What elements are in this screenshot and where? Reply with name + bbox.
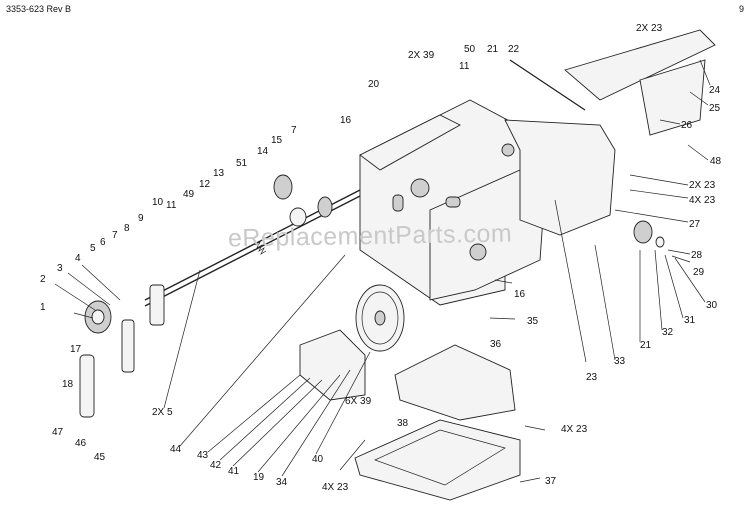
callout-4x23-right: 4X 23 (689, 195, 716, 206)
callout-24: 24 (709, 85, 721, 96)
callout-18: 18 (62, 379, 74, 390)
callout-13: 13 (213, 168, 225, 179)
callout-2: 2 (40, 274, 46, 285)
callout-11-top: 11 (459, 61, 470, 72)
callout-16-top: 16 (340, 115, 352, 126)
callout-42: 42 (210, 460, 222, 471)
callout-34: 34 (276, 477, 288, 488)
document-id: 3353-623 Rev B (6, 4, 72, 14)
callout-31: 31 (684, 315, 696, 326)
leader-lines (54, 59, 711, 483)
callout-23-mid: 23 (586, 372, 598, 383)
large-pulley-wheel (355, 284, 405, 352)
callout-21-top: 21 (487, 44, 499, 55)
callout-32: 32 (662, 327, 674, 338)
callout-38: 38 (397, 418, 409, 429)
main-frame (359, 99, 616, 306)
right-side-components (509, 29, 716, 248)
callout-6: 6 (100, 237, 106, 248)
callout-6x39: 6X 39 (345, 396, 372, 407)
callout-25: 25 (709, 103, 721, 114)
callout-1: 1 (40, 302, 46, 313)
callout-7: 7 (291, 125, 297, 136)
callout-47: 47 (52, 427, 64, 438)
callout-15: 15 (271, 135, 283, 146)
callout-4x23-mid: 4X 23 (561, 424, 588, 435)
callout-4x23-bottom: 4X 23 (322, 482, 349, 493)
callout-5: 5 (90, 243, 96, 254)
callout-37: 37 (545, 476, 557, 487)
page-number: 9 (738, 4, 744, 14)
callout-26: 26 (681, 120, 693, 131)
watermark-text: eReplacementParts.com (227, 219, 513, 253)
callout-22: 22 (508, 44, 520, 55)
callout-12: 12 (199, 179, 211, 190)
lower-brackets (299, 329, 521, 501)
callout-20: 20 (368, 79, 380, 90)
callout-17: 17 (70, 344, 82, 355)
callout-7-left: 7 (112, 230, 118, 241)
callout-2x5: 2X 5 (152, 407, 173, 418)
callout-51: 51 (236, 158, 248, 169)
callout-48: 48 (710, 156, 722, 167)
callout-44: 44 (170, 444, 182, 455)
callout-49: 49 (183, 189, 195, 200)
callout-41: 41 (228, 466, 240, 477)
callout-33: 33 (614, 356, 626, 367)
callout-10: 10 (152, 197, 164, 208)
callout-28: 28 (691, 250, 703, 261)
callout-4: 4 (75, 253, 81, 264)
callout-27: 27 (689, 219, 701, 230)
callout-21-low: 21 (640, 340, 652, 351)
callout-9: 9 (138, 213, 144, 224)
callout-30: 30 (706, 300, 718, 311)
callout-2x23-top: 2X 23 (636, 23, 663, 34)
callout-14: 14 (257, 146, 269, 157)
callout-46: 46 (75, 438, 87, 449)
callout-3: 3 (57, 263, 63, 274)
callout-19: 19 (253, 472, 265, 483)
callout-8: 8 (124, 223, 130, 234)
callout-35: 35 (527, 316, 539, 327)
callout-2x23-right: 2X 23 (689, 180, 716, 191)
callout-50: 50 (464, 44, 476, 55)
callout-43: 43 (197, 450, 209, 461)
callout-45: 45 (94, 452, 106, 463)
callout-16-right: 16 (514, 289, 526, 300)
callout-40: 40 (312, 454, 324, 465)
callout-36: 36 (490, 339, 502, 350)
callout-2x39-top: 2X 39 (408, 50, 435, 61)
callout-11-left: 11 (166, 200, 177, 211)
callout-29: 29 (693, 267, 705, 278)
pulley-group (254, 174, 333, 255)
